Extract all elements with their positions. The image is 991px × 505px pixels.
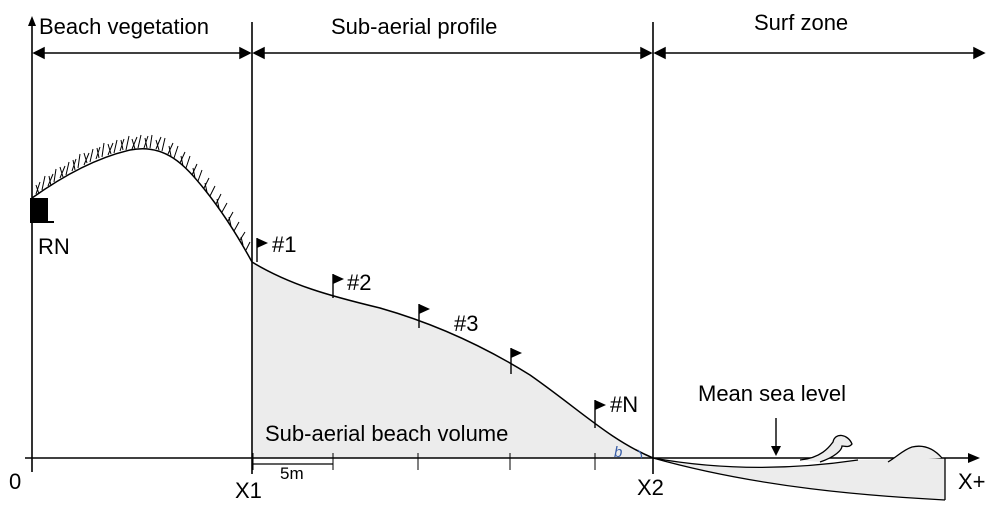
slope-label: b xyxy=(614,444,622,461)
wave-1 xyxy=(799,434,853,463)
x2-label: X2 xyxy=(637,475,664,500)
rn-marker xyxy=(30,198,48,222)
msl-arrowhead xyxy=(771,446,781,456)
survey-flag-2 xyxy=(332,274,344,298)
zone-label-vegetation: Beach vegetation xyxy=(39,14,209,39)
survey-flag-3 xyxy=(418,304,430,328)
dune-profile-line xyxy=(31,147,654,459)
flag-label-n: #N xyxy=(610,392,638,417)
msl-label: Mean sea level xyxy=(698,381,846,406)
slope-angle-arc xyxy=(637,449,643,459)
survey-flag-1 xyxy=(256,238,268,262)
nearshore-area xyxy=(653,458,945,500)
scale-label: 5m xyxy=(280,464,304,483)
baseline-arrow xyxy=(968,453,980,463)
axis-y-arrow xyxy=(28,16,36,26)
nearshore-profile-line xyxy=(652,457,859,468)
volume-label: Sub-aerial beach volume xyxy=(265,421,508,446)
origin-label: 0 xyxy=(9,469,21,494)
flag-label-1: #1 xyxy=(272,232,296,257)
rn-label: RN xyxy=(38,234,70,259)
flag-label-2: #2 xyxy=(347,270,371,295)
baseline-ticks xyxy=(252,453,596,470)
seabed-line xyxy=(652,457,946,501)
zone-arrows xyxy=(32,46,986,60)
xplus-label: X+ xyxy=(958,469,986,494)
survey-flag-4 xyxy=(510,348,522,374)
x1-label: X1 xyxy=(235,478,262,503)
vegetation-hatching xyxy=(35,134,251,251)
subaerial-volume-area xyxy=(252,262,653,458)
zone-label-surf: Surf zone xyxy=(754,10,848,35)
survey-flag-n xyxy=(594,400,606,428)
zone-label-subaerial: Sub-aerial profile xyxy=(331,14,497,39)
flag-label-3: #3 xyxy=(454,311,478,336)
wave-2 xyxy=(887,445,943,463)
